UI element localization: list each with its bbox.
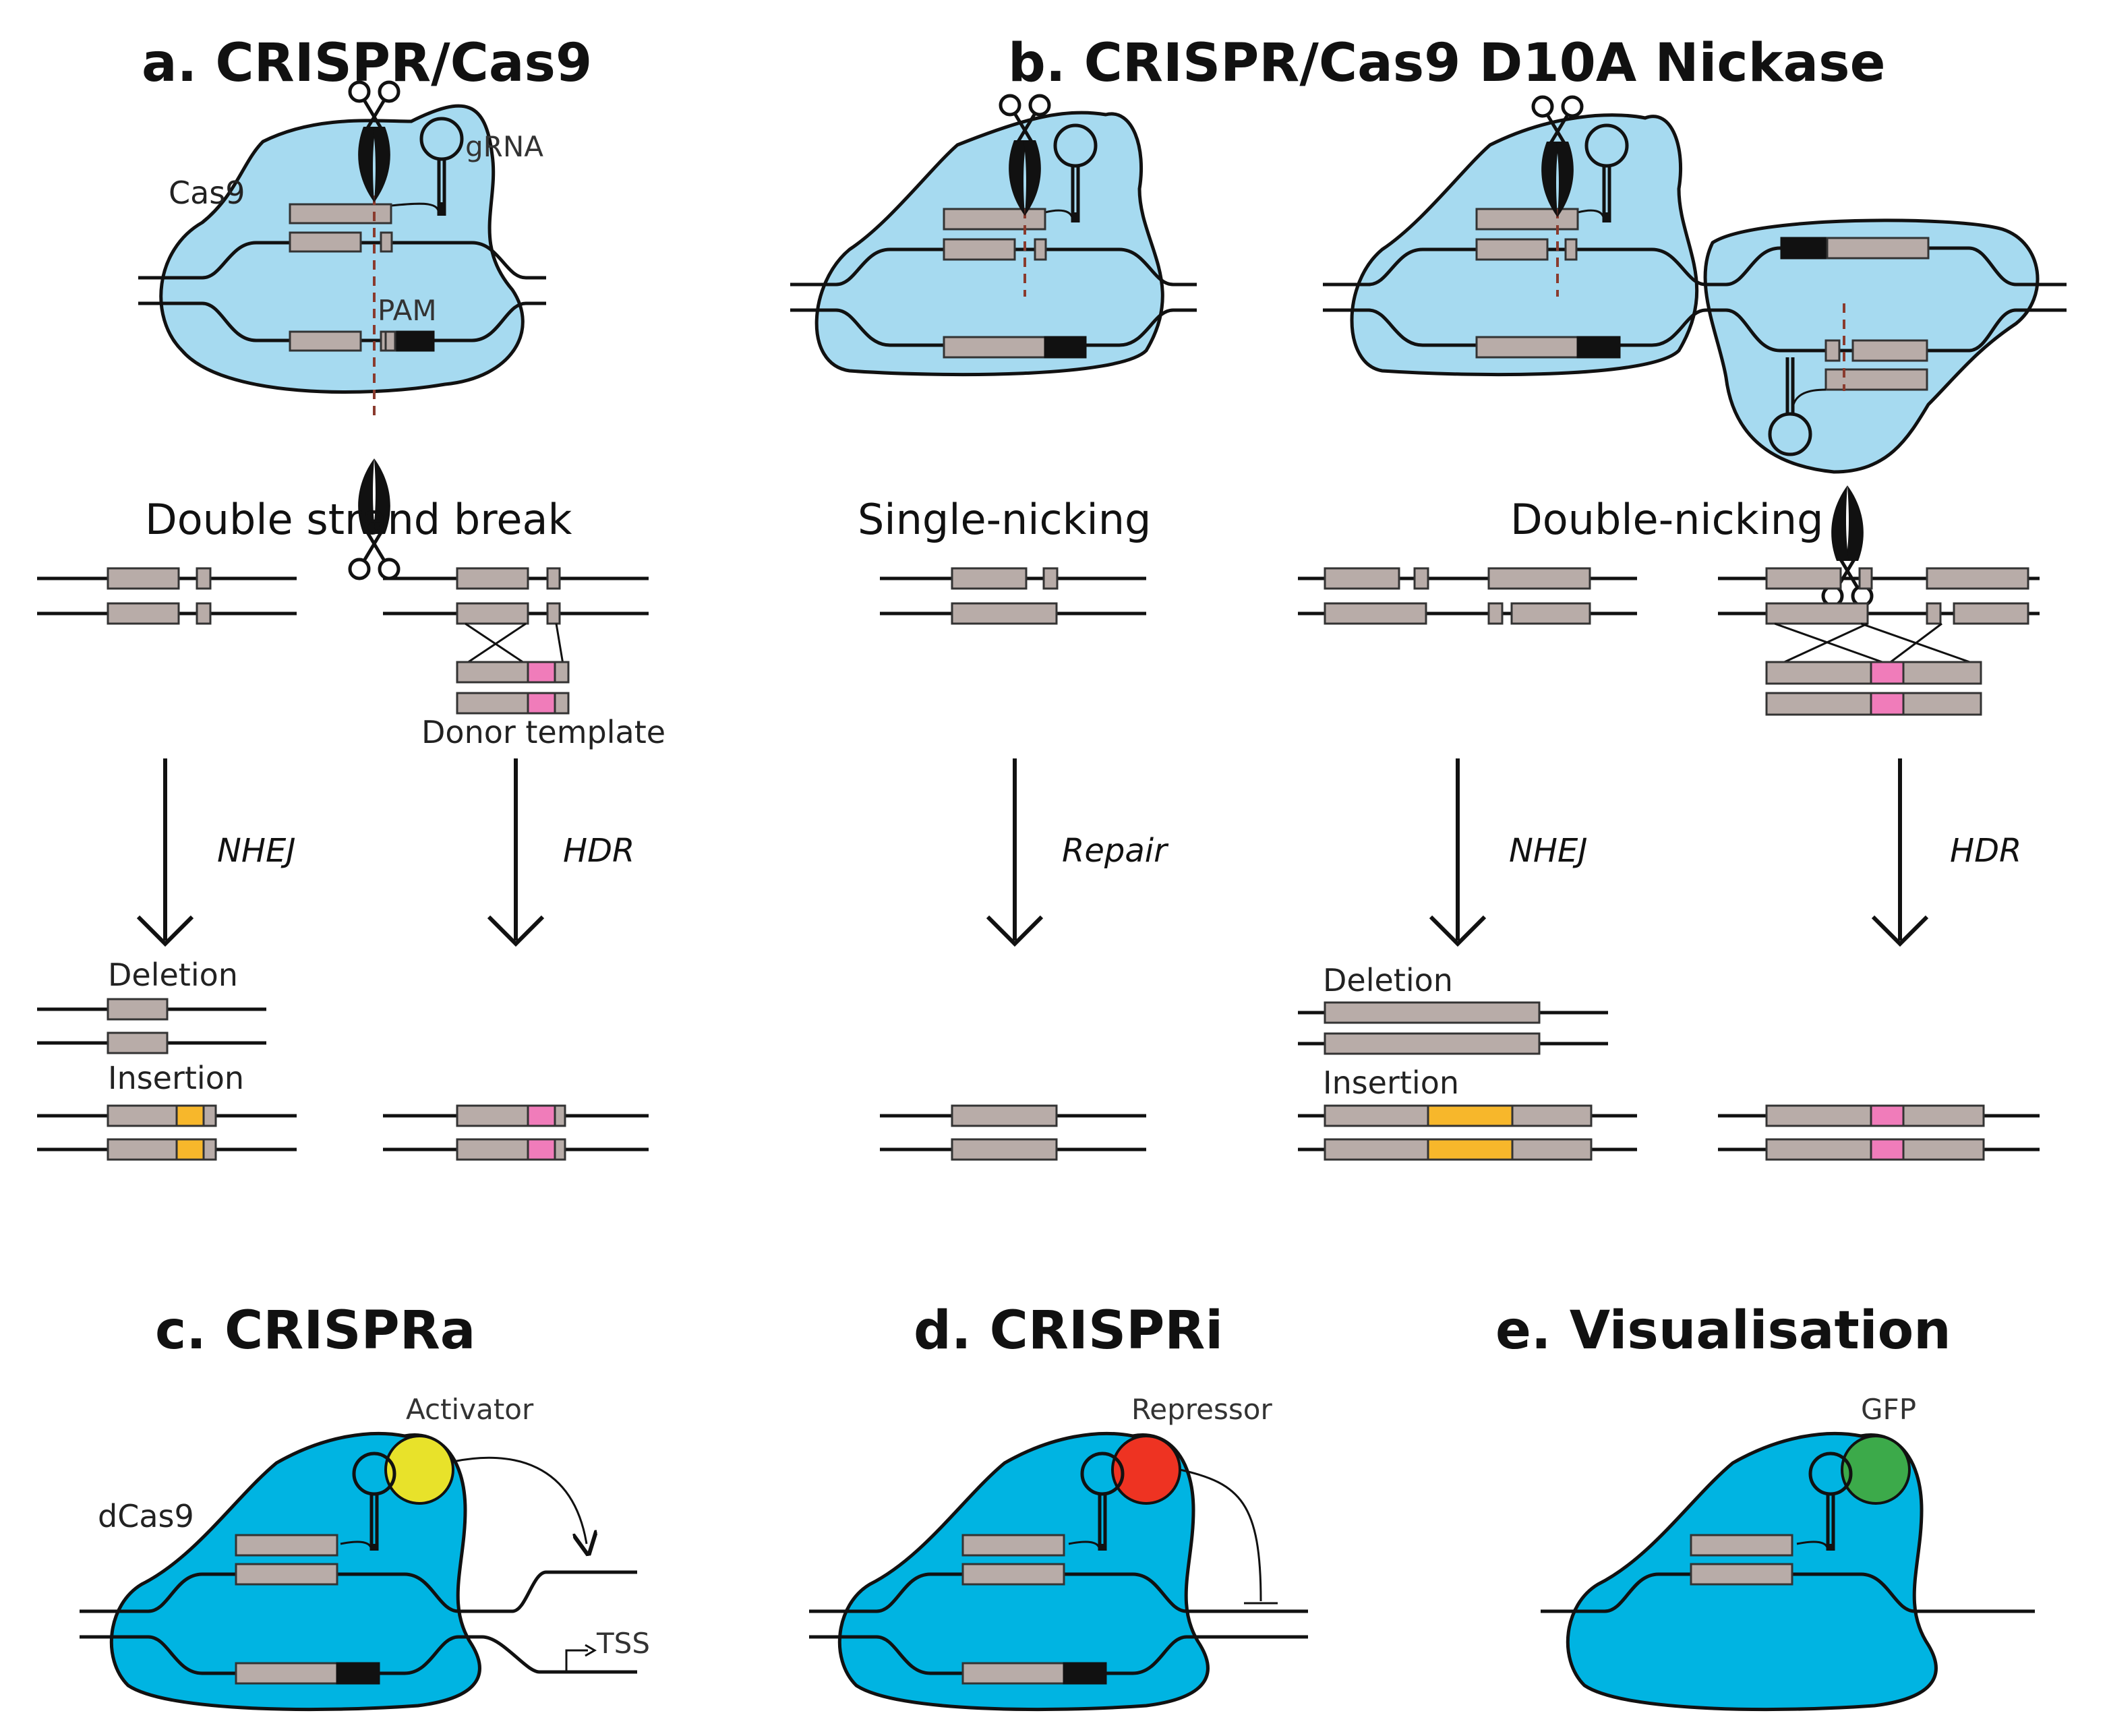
panel-d-title: d. CRISPRi	[914, 1300, 1223, 1361]
gfp-protein	[1841, 1435, 1911, 1505]
insertion-label: Insertion	[108, 1060, 244, 1096]
double-nicking-label: Double-nicking	[1510, 495, 1823, 544]
deletion-label: Deletion	[108, 957, 238, 993]
single-nicking-label: Single-nicking	[858, 495, 1151, 544]
hdr-label-b: HDR	[1950, 832, 2021, 870]
nhej-label: NHEJ	[217, 832, 295, 870]
donor-template-label: Donor template	[421, 714, 665, 750]
panel-c-title: c. CRISPRa	[155, 1300, 475, 1361]
repression-line	[1179, 1468, 1262, 1602]
repair-label: Repair	[1062, 832, 1169, 870]
activator-protein	[384, 1435, 454, 1505]
nhej-label-b: NHEJ	[1509, 832, 1587, 870]
panel-b-title: b. CRISPR/Cas9 D10A Nickase	[1008, 33, 1885, 94]
insertion-label-b: Insertion	[1323, 1065, 1459, 1101]
deletion-label-b: Deletion	[1323, 962, 1453, 998]
dsb-label: Double strand break	[145, 495, 572, 544]
dcas9-label: dCas9	[98, 1498, 194, 1534]
hdr-label: HDR	[563, 832, 634, 870]
pam-label: PAM	[378, 294, 437, 327]
grna-label: gRNA	[465, 130, 543, 163]
repressor-label: Repressor	[1131, 1393, 1272, 1426]
tss-label: TSS	[596, 1627, 650, 1660]
cas9-label: Cas9	[169, 175, 245, 211]
panel-e-title: e. Visualisation	[1495, 1300, 1951, 1361]
activation-arrow	[452, 1456, 587, 1544]
gfp-label: GFP	[1861, 1393, 1916, 1426]
activator-label: Activator	[406, 1393, 534, 1426]
tss-arrow-icon	[565, 1649, 588, 1672]
